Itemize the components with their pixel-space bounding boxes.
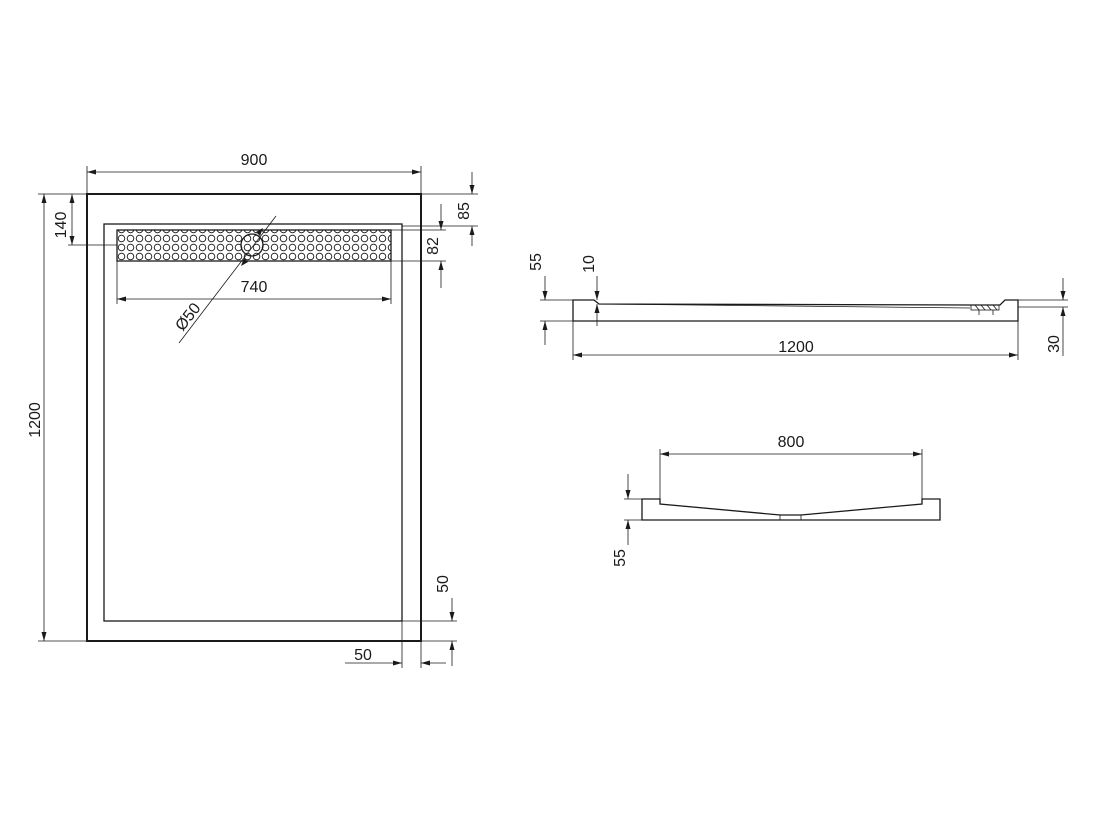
dimension-side-height-55: 55: [528, 253, 573, 345]
side-profile: [572, 299, 1019, 322]
dimension-85: 85: [402, 172, 478, 246]
dimension-740: 740: [116, 261, 392, 304]
svg-text:10: 10: [581, 255, 598, 273]
svg-text:30: 30: [1046, 335, 1063, 353]
dimension-length-1200: 1200: [27, 193, 87, 642]
end-view: 800 55: [612, 434, 941, 567]
svg-text:50: 50: [435, 575, 452, 593]
dimension-rim-bottom-50: 50: [402, 575, 457, 666]
length-label: 1200: [27, 402, 44, 438]
svg-text:1200: 1200: [778, 339, 814, 356]
svg-text:55: 55: [612, 549, 629, 567]
svg-text:82: 82: [425, 237, 442, 255]
dimension-140: 140: [53, 194, 117, 246]
dimension-82: 82: [391, 204, 446, 288]
side-drain-detail: [970, 304, 1000, 315]
svg-text:50: 50: [354, 647, 372, 664]
dimension-side-length-1200: 1200: [572, 321, 1019, 360]
svg-text:140: 140: [53, 212, 70, 239]
plan-view: 900 1200 140 85: [27, 152, 478, 668]
svg-text:740: 740: [241, 279, 268, 296]
width-label: 900: [241, 152, 268, 169]
tray-inner-basin: [103, 223, 403, 622]
dimension-side-slope-10: 10: [581, 255, 600, 326]
svg-text:85: 85: [456, 202, 473, 220]
svg-text:55: 55: [528, 253, 545, 271]
svg-text:800: 800: [778, 434, 805, 451]
dimension-width-900: 900: [86, 152, 422, 194]
drain-outlet-circle: [240, 233, 264, 257]
end-profile: [641, 498, 941, 521]
dimension-end-height-55: 55: [612, 474, 642, 567]
dimension-end-width-800: 800: [659, 434, 923, 499]
dimension-side-base-30: 30: [1018, 278, 1068, 356]
svg-text:Ø50: Ø50: [172, 300, 204, 334]
dimension-rim-side-50: 50: [345, 621, 446, 668]
drain-grate: [116, 229, 392, 262]
tray-outline: [86, 193, 422, 642]
side-view: 55 10 30 1200: [528, 253, 1068, 360]
